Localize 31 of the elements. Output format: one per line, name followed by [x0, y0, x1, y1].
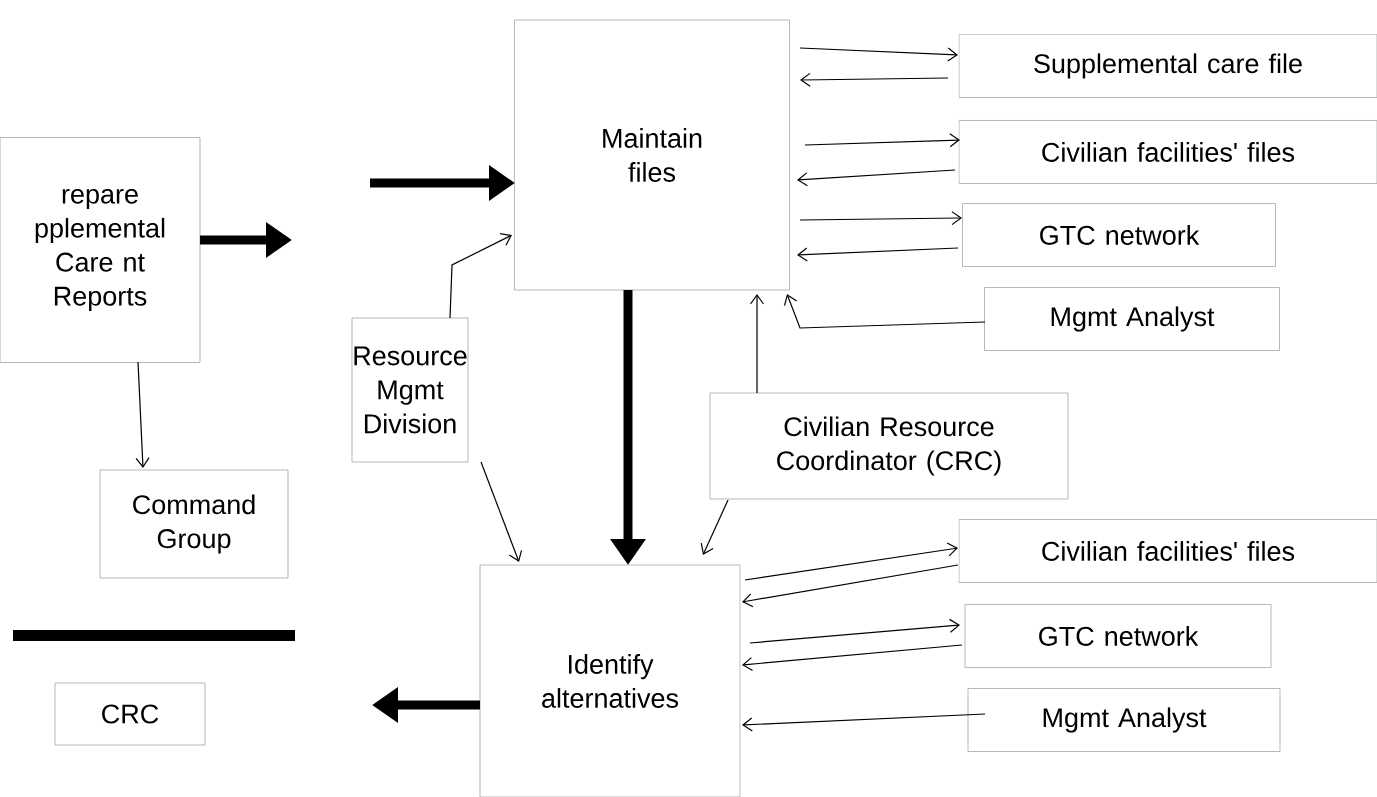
process-box: Civilian facilities' files: [958, 519, 1377, 583]
process-box: GTC network: [964, 604, 1272, 668]
arrow: [749, 294, 765, 394]
process-box: GTC network: [962, 203, 1276, 267]
process-box: Identify alternatives: [479, 564, 741, 797]
arrow: [783, 294, 986, 329]
arrow: [800, 72, 949, 87]
arrow: [700, 499, 729, 555]
process-box: repare pplemental Care nt Reports: [0, 137, 201, 363]
arrow: [744, 542, 958, 581]
arrow: [135, 361, 150, 468]
arrow: [742, 713, 986, 732]
process-box: Supplemental care file: [958, 34, 1377, 98]
arrow: [804, 133, 960, 148]
arrow: [742, 644, 963, 672]
arrow: [799, 47, 958, 62]
process-box: Resource Mgmt Division: [351, 317, 469, 463]
process-box: Civilian facilities' files: [958, 120, 1377, 184]
arrow: [799, 211, 962, 226]
arrow: [449, 233, 512, 319]
arrow: [797, 247, 959, 262]
process-box: Mgmt Analyst: [967, 688, 1281, 752]
process-box: Civilian Resource Coordinator (CRC): [709, 392, 1069, 500]
arrow: [797, 169, 956, 187]
process-box: CRC: [54, 682, 206, 746]
process-box: Maintain files: [514, 19, 790, 291]
process-box: Mgmt Analyst: [984, 287, 1280, 351]
arrow: [742, 564, 959, 608]
process-box: Command Group: [99, 469, 289, 579]
arrow: [480, 461, 523, 562]
arrow: [749, 618, 960, 644]
